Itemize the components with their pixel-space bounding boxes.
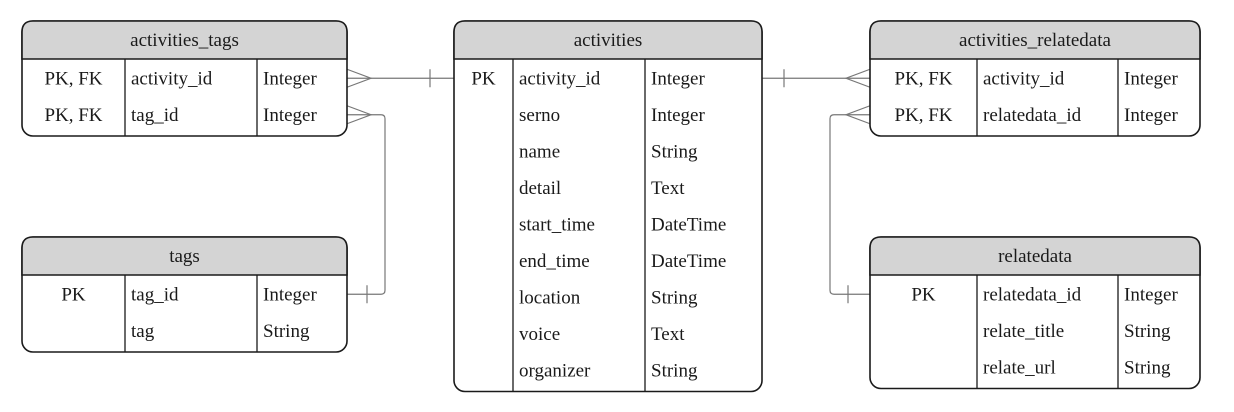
table-row: PK relatedata_id Integer xyxy=(911,284,1178,305)
table-row: start_time DateTime xyxy=(519,214,726,235)
table-row: PK, FK relatedata_id Integer xyxy=(894,105,1178,126)
table-row: PK activity_id Integer xyxy=(471,68,705,89)
column-name-cell: relatedata_id xyxy=(983,284,1082,305)
column-name-cell: end_time xyxy=(519,251,590,272)
table-frame xyxy=(453,20,763,393)
column-name-cell: organizer xyxy=(519,360,591,381)
column-name-cell: name xyxy=(519,141,560,162)
table-row: PK, FK activity_id Integer xyxy=(44,68,317,89)
table-row: relate_url String xyxy=(983,357,1171,378)
crowfoot-many-icon xyxy=(844,105,871,125)
column-type-cell: Integer xyxy=(1124,68,1178,89)
column-type-cell: String xyxy=(1124,321,1171,342)
key-cell: PK, FK xyxy=(894,105,952,126)
column-type-cell: Integer xyxy=(651,105,705,126)
relationship-line xyxy=(347,114,386,295)
column-name-cell: relate_url xyxy=(983,357,1056,378)
table-row: detail Text xyxy=(519,178,685,199)
column-type-cell: Integer xyxy=(263,68,317,89)
column-type-cell: Text xyxy=(651,178,685,199)
key-cell: PK xyxy=(911,284,936,305)
crowfoot-many-icon xyxy=(844,68,871,88)
table-row: voice Text xyxy=(519,324,685,345)
relationship-line xyxy=(829,114,870,295)
relationship-connectors xyxy=(346,68,871,304)
column-name-cell: tag_id xyxy=(131,105,179,126)
table-row: name String xyxy=(519,141,698,162)
column-name-cell: activity_id xyxy=(131,68,213,89)
table-row: location String xyxy=(519,287,698,308)
column-name-cell: activity_id xyxy=(983,68,1065,89)
column-type-cell: Integer xyxy=(651,68,705,89)
table-title: relatedata xyxy=(998,246,1072,267)
table-row: end_time DateTime xyxy=(519,251,726,272)
key-cell: PK, FK xyxy=(44,68,102,89)
table-row: PK, FK activity_id Integer xyxy=(894,68,1178,89)
column-name-cell: serno xyxy=(519,105,560,126)
column-name-cell: tag_id xyxy=(131,284,179,305)
table-row: tag String xyxy=(131,321,310,342)
column-type-cell: Integer xyxy=(1124,105,1178,126)
column-name-cell: start_time xyxy=(519,214,595,235)
table-row: organizer String xyxy=(519,360,698,381)
column-name-cell: relate_title xyxy=(983,321,1064,342)
table-title: activities_tags xyxy=(130,30,239,51)
column-type-cell: Integer xyxy=(263,284,317,305)
table-header xyxy=(869,20,1201,60)
crowfoot-many-icon xyxy=(346,68,373,88)
table-header xyxy=(869,236,1201,276)
column-type-cell: String xyxy=(651,360,698,381)
column-name-cell: relatedata_id xyxy=(983,105,1082,126)
table-title: activities xyxy=(574,30,643,51)
column-type-cell: Integer xyxy=(1124,284,1178,305)
table-row: PK, FK tag_id Integer xyxy=(44,105,317,126)
column-name-cell: tag xyxy=(131,321,155,342)
crowfoot-many-icon xyxy=(346,105,373,125)
table-row: PK tag_id Integer xyxy=(61,284,317,305)
table-header xyxy=(453,20,763,60)
column-type-cell: Integer xyxy=(263,105,317,126)
key-cell: PK xyxy=(471,68,496,89)
column-type-cell: String xyxy=(651,141,698,162)
table-row: relate_title String xyxy=(983,321,1171,342)
table-header xyxy=(21,20,348,60)
column-type-cell: String xyxy=(263,321,310,342)
table-title: tags xyxy=(169,246,200,267)
column-type-cell: Text xyxy=(651,324,685,345)
table-row: serno Integer xyxy=(519,105,705,126)
key-cell: PK, FK xyxy=(44,105,102,126)
column-type-cell: DateTime xyxy=(651,214,726,235)
column-type-cell: String xyxy=(651,287,698,308)
key-cell: PK, FK xyxy=(894,68,952,89)
table-title: activities_relatedata xyxy=(959,30,1111,51)
column-name-cell: voice xyxy=(519,324,560,345)
table-header xyxy=(21,236,348,276)
column-name-cell: location xyxy=(519,287,581,308)
key-cell: PK xyxy=(61,284,86,305)
column-type-cell: DateTime xyxy=(651,251,726,272)
column-type-cell: String xyxy=(1124,357,1171,378)
column-name-cell: activity_id xyxy=(519,68,601,89)
column-name-cell: detail xyxy=(519,178,561,199)
